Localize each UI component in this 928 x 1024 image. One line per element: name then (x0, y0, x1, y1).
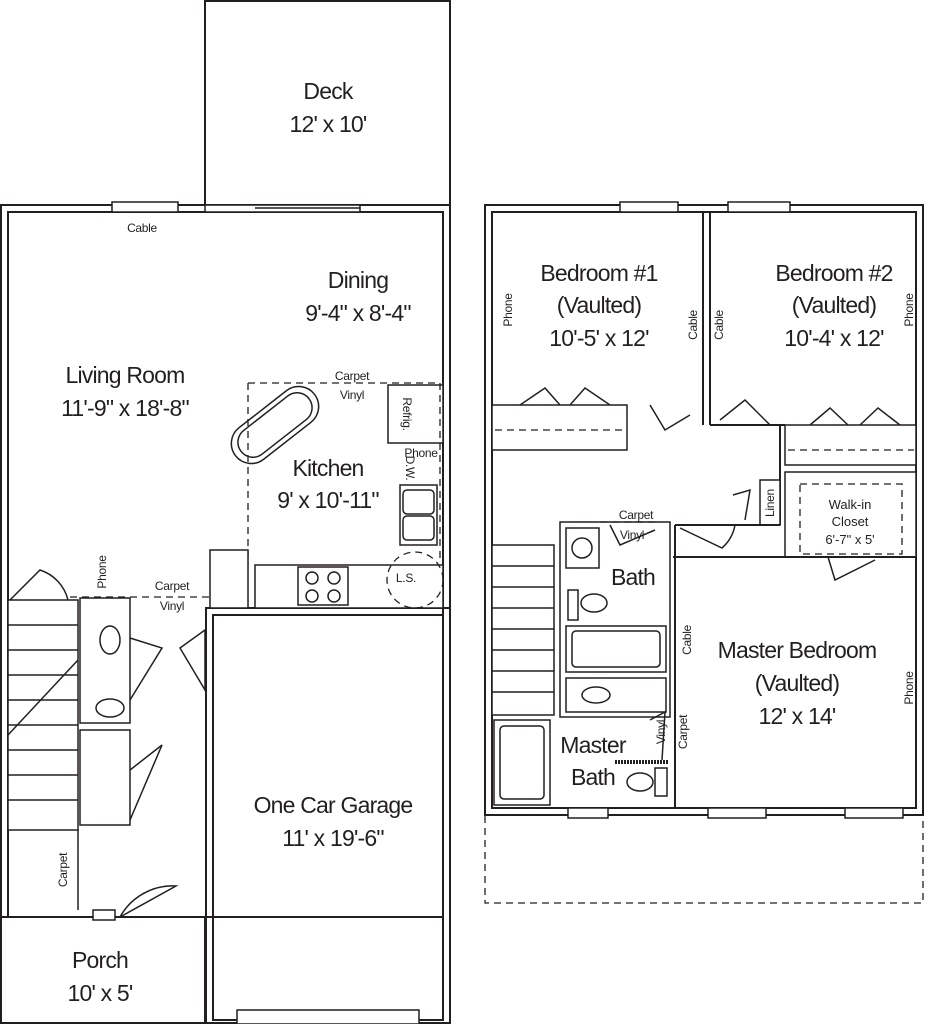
carpet-label: Carpet (335, 369, 370, 383)
vanity (565, 677, 667, 713)
bedroom2-door (719, 398, 771, 426)
carpet-label: Carpet (619, 508, 654, 522)
vinyl-label: Vinyl (160, 599, 184, 613)
bath-door (129, 637, 164, 701)
bedroom1-size: 10'-5' x 12' (549, 325, 649, 351)
phone-label: Phone (95, 555, 109, 589)
carpet-label: Carpet (155, 579, 190, 593)
linen-label: Linen (763, 489, 777, 517)
master-bedroom-note: (Vaulted) (755, 670, 840, 696)
window (111, 201, 179, 213)
vinyl-label: Vinyl (654, 720, 668, 744)
stairs (7, 599, 79, 831)
cable-label: Cable (712, 309, 726, 339)
bath-door (609, 524, 656, 546)
carpet-label: Carpet (56, 852, 70, 887)
vanity (565, 527, 600, 569)
phone-label: Phone (902, 671, 916, 705)
living-room-size: 11'-9" x 18'-8" (61, 395, 189, 421)
bedroom1-label: Bedroom #1 (540, 260, 657, 286)
cable-label: Cable (127, 221, 157, 235)
window (707, 807, 767, 819)
bath-label: Bath (611, 564, 655, 590)
stairs (491, 544, 555, 716)
kitchen-label: Kitchen (292, 455, 363, 481)
stair-door (9, 569, 69, 601)
lazy-susan-label: L.S. (396, 571, 416, 585)
master-bath-label-2: Bath (571, 764, 615, 790)
walk-in-closet (784, 471, 917, 558)
garage-door (236, 1009, 420, 1024)
walk-in-closet-label: Walk-in (829, 497, 872, 512)
dining-label: Dining (328, 267, 388, 293)
bedroom2-label: Bedroom #2 (775, 260, 892, 286)
kitchen-size: 9' x 10'-11" (277, 487, 379, 513)
carpet-label: Carpet (676, 714, 690, 749)
bedroom2-size: 10'-4' x 12' (784, 325, 884, 351)
cable-label: Cable (680, 624, 694, 654)
dishwasher-label: D.W. (403, 456, 417, 481)
window (844, 807, 904, 819)
linen-door (732, 488, 751, 521)
closet-door (129, 744, 163, 821)
second-floor-plan: Bedroom #1 (Vaulted) 10'-5' x 12' Bedroo… (484, 201, 924, 904)
master-bedroom-label: Master Bedroom (718, 637, 877, 663)
deck-size: 12' x 10' (289, 111, 366, 137)
porch-label: Porch (72, 947, 128, 973)
bedroom2-closet (784, 424, 917, 466)
walk-in-closet-size: 6'-7" x 5' (825, 532, 874, 547)
roof-overhang (484, 814, 924, 904)
window (619, 201, 679, 213)
refrigerator (387, 384, 444, 444)
toilet (99, 625, 121, 655)
kitchen-island (230, 385, 320, 465)
deck-label: Deck (303, 78, 354, 104)
porch-size: 10' x 5' (67, 980, 132, 1006)
phone-label: Phone (501, 293, 515, 327)
bedroom2-note: (Vaulted) (792, 292, 877, 318)
toilet (580, 593, 608, 613)
front-door (119, 885, 179, 918)
cable-label: Cable (686, 309, 700, 339)
vinyl-label: Vinyl (620, 528, 644, 542)
closet-doors (519, 387, 611, 406)
toilet (626, 772, 654, 792)
sink (399, 484, 438, 546)
master-door (679, 524, 736, 549)
first-floor-plan: Deck 12' x 10' Cable Dining 9'-4" x 8'-4… (0, 0, 451, 1024)
bedroom1-note: (Vaulted) (557, 292, 642, 318)
kitchen-counter (254, 564, 444, 609)
walk-in-closet-label-2: Closet (832, 514, 869, 529)
walk-in-door (827, 556, 876, 582)
phone-label: Phone (404, 446, 438, 460)
garage-label: One Car Garage (254, 792, 413, 818)
shower (493, 719, 551, 806)
refrigerator-label: Refrig. (400, 397, 414, 430)
master-bath-door (649, 710, 666, 761)
vinyl-label: Vinyl (340, 388, 364, 402)
window (567, 807, 609, 819)
front-door-window (92, 909, 116, 921)
range (297, 566, 349, 606)
garage-entry-door (179, 628, 206, 693)
master-bath-label: Master (560, 732, 627, 758)
living-room-label: Living Room (65, 362, 184, 388)
pantry (209, 549, 249, 609)
coat-closet (79, 729, 131, 826)
bedroom1-closet (491, 404, 628, 451)
garage-size: 11' x 19'-6" (282, 825, 384, 851)
dining-size: 9'-4" x 8'-4" (305, 300, 411, 326)
window (727, 201, 791, 213)
lazy-susan (386, 551, 444, 609)
vanity-sink (95, 698, 125, 718)
bedroom1-door (649, 404, 691, 432)
phone-label: Phone (902, 293, 916, 327)
master-bedroom-size: 12' x 14' (758, 703, 835, 729)
bathtub (565, 625, 667, 673)
closet-doors (809, 406, 901, 426)
